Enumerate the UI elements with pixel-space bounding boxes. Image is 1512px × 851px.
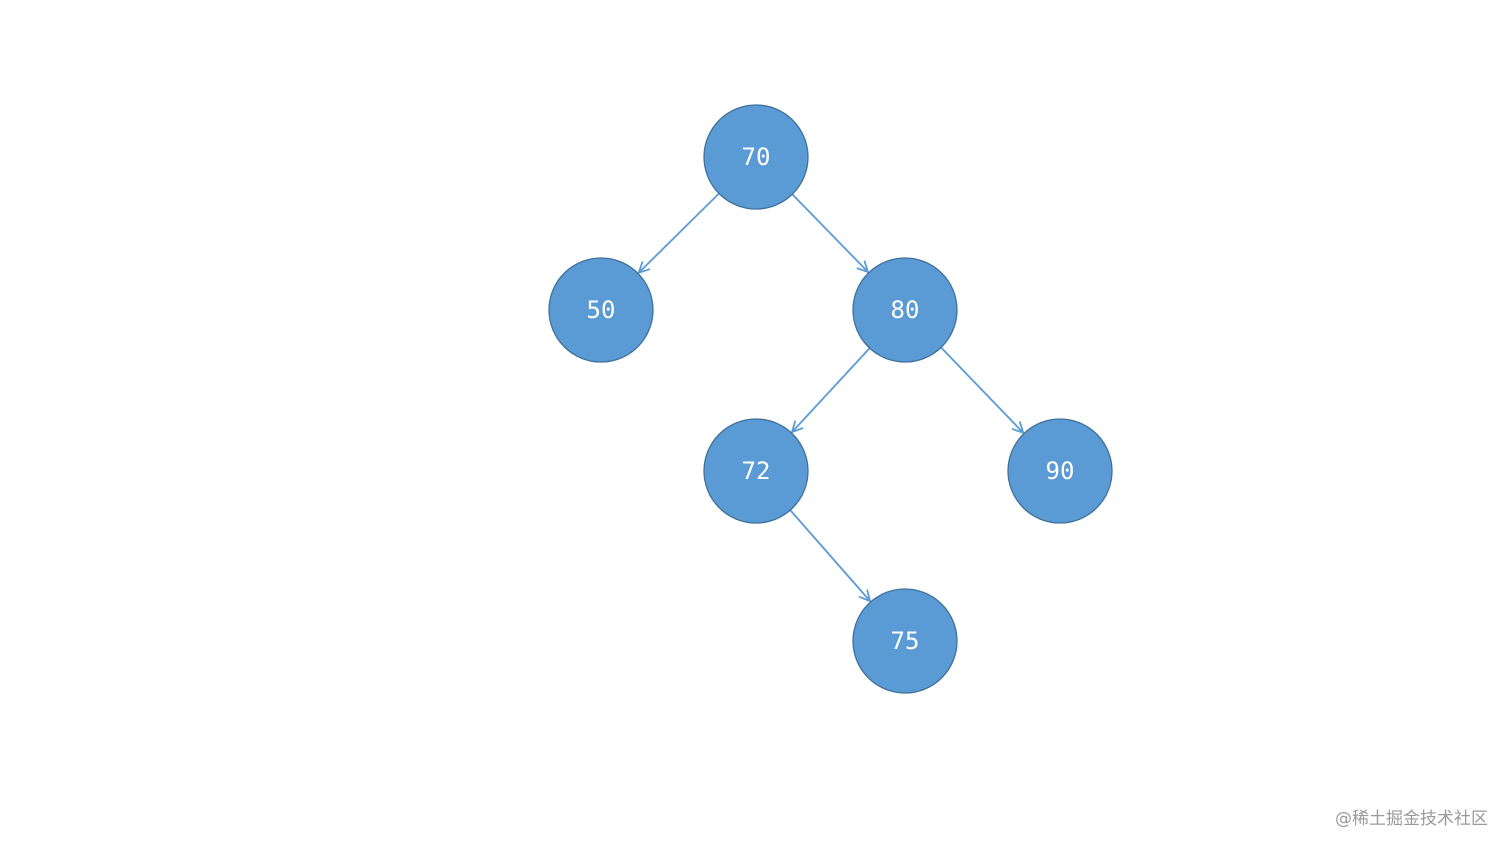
node-label: 75 bbox=[891, 627, 920, 655]
tree-node-90: 90 bbox=[1007, 418, 1113, 524]
watermark-text: @稀土掘金技术社区 bbox=[1335, 809, 1488, 829]
node-circle bbox=[703, 104, 809, 210]
tree-node-75: 75 bbox=[852, 588, 958, 694]
edge-70-to-50 bbox=[637, 192, 720, 274]
node-circle bbox=[852, 257, 958, 363]
edge-80-to-72 bbox=[791, 347, 871, 434]
tree-node-72: 72 bbox=[703, 418, 809, 524]
node-circle bbox=[852, 588, 958, 694]
edge-70-to-80 bbox=[791, 193, 869, 273]
node-circle bbox=[703, 418, 809, 524]
node-label: 80 bbox=[891, 296, 920, 324]
node-circle bbox=[548, 257, 654, 363]
tree-node-80: 80 bbox=[852, 257, 958, 363]
node-label: 70 bbox=[742, 143, 771, 171]
tree-node-50: 50 bbox=[548, 257, 654, 363]
node-label: 50 bbox=[587, 296, 616, 324]
edge-72-to-75 bbox=[789, 509, 871, 603]
edges bbox=[637, 192, 1025, 603]
nodes: 70 50 80 72 90 75 bbox=[548, 104, 1113, 694]
edge-80-to-90 bbox=[940, 346, 1025, 434]
node-label: 90 bbox=[1046, 457, 1075, 485]
node-label: 72 bbox=[742, 457, 771, 485]
node-circle bbox=[1007, 418, 1113, 524]
tree-node-70: 70 bbox=[703, 104, 809, 210]
